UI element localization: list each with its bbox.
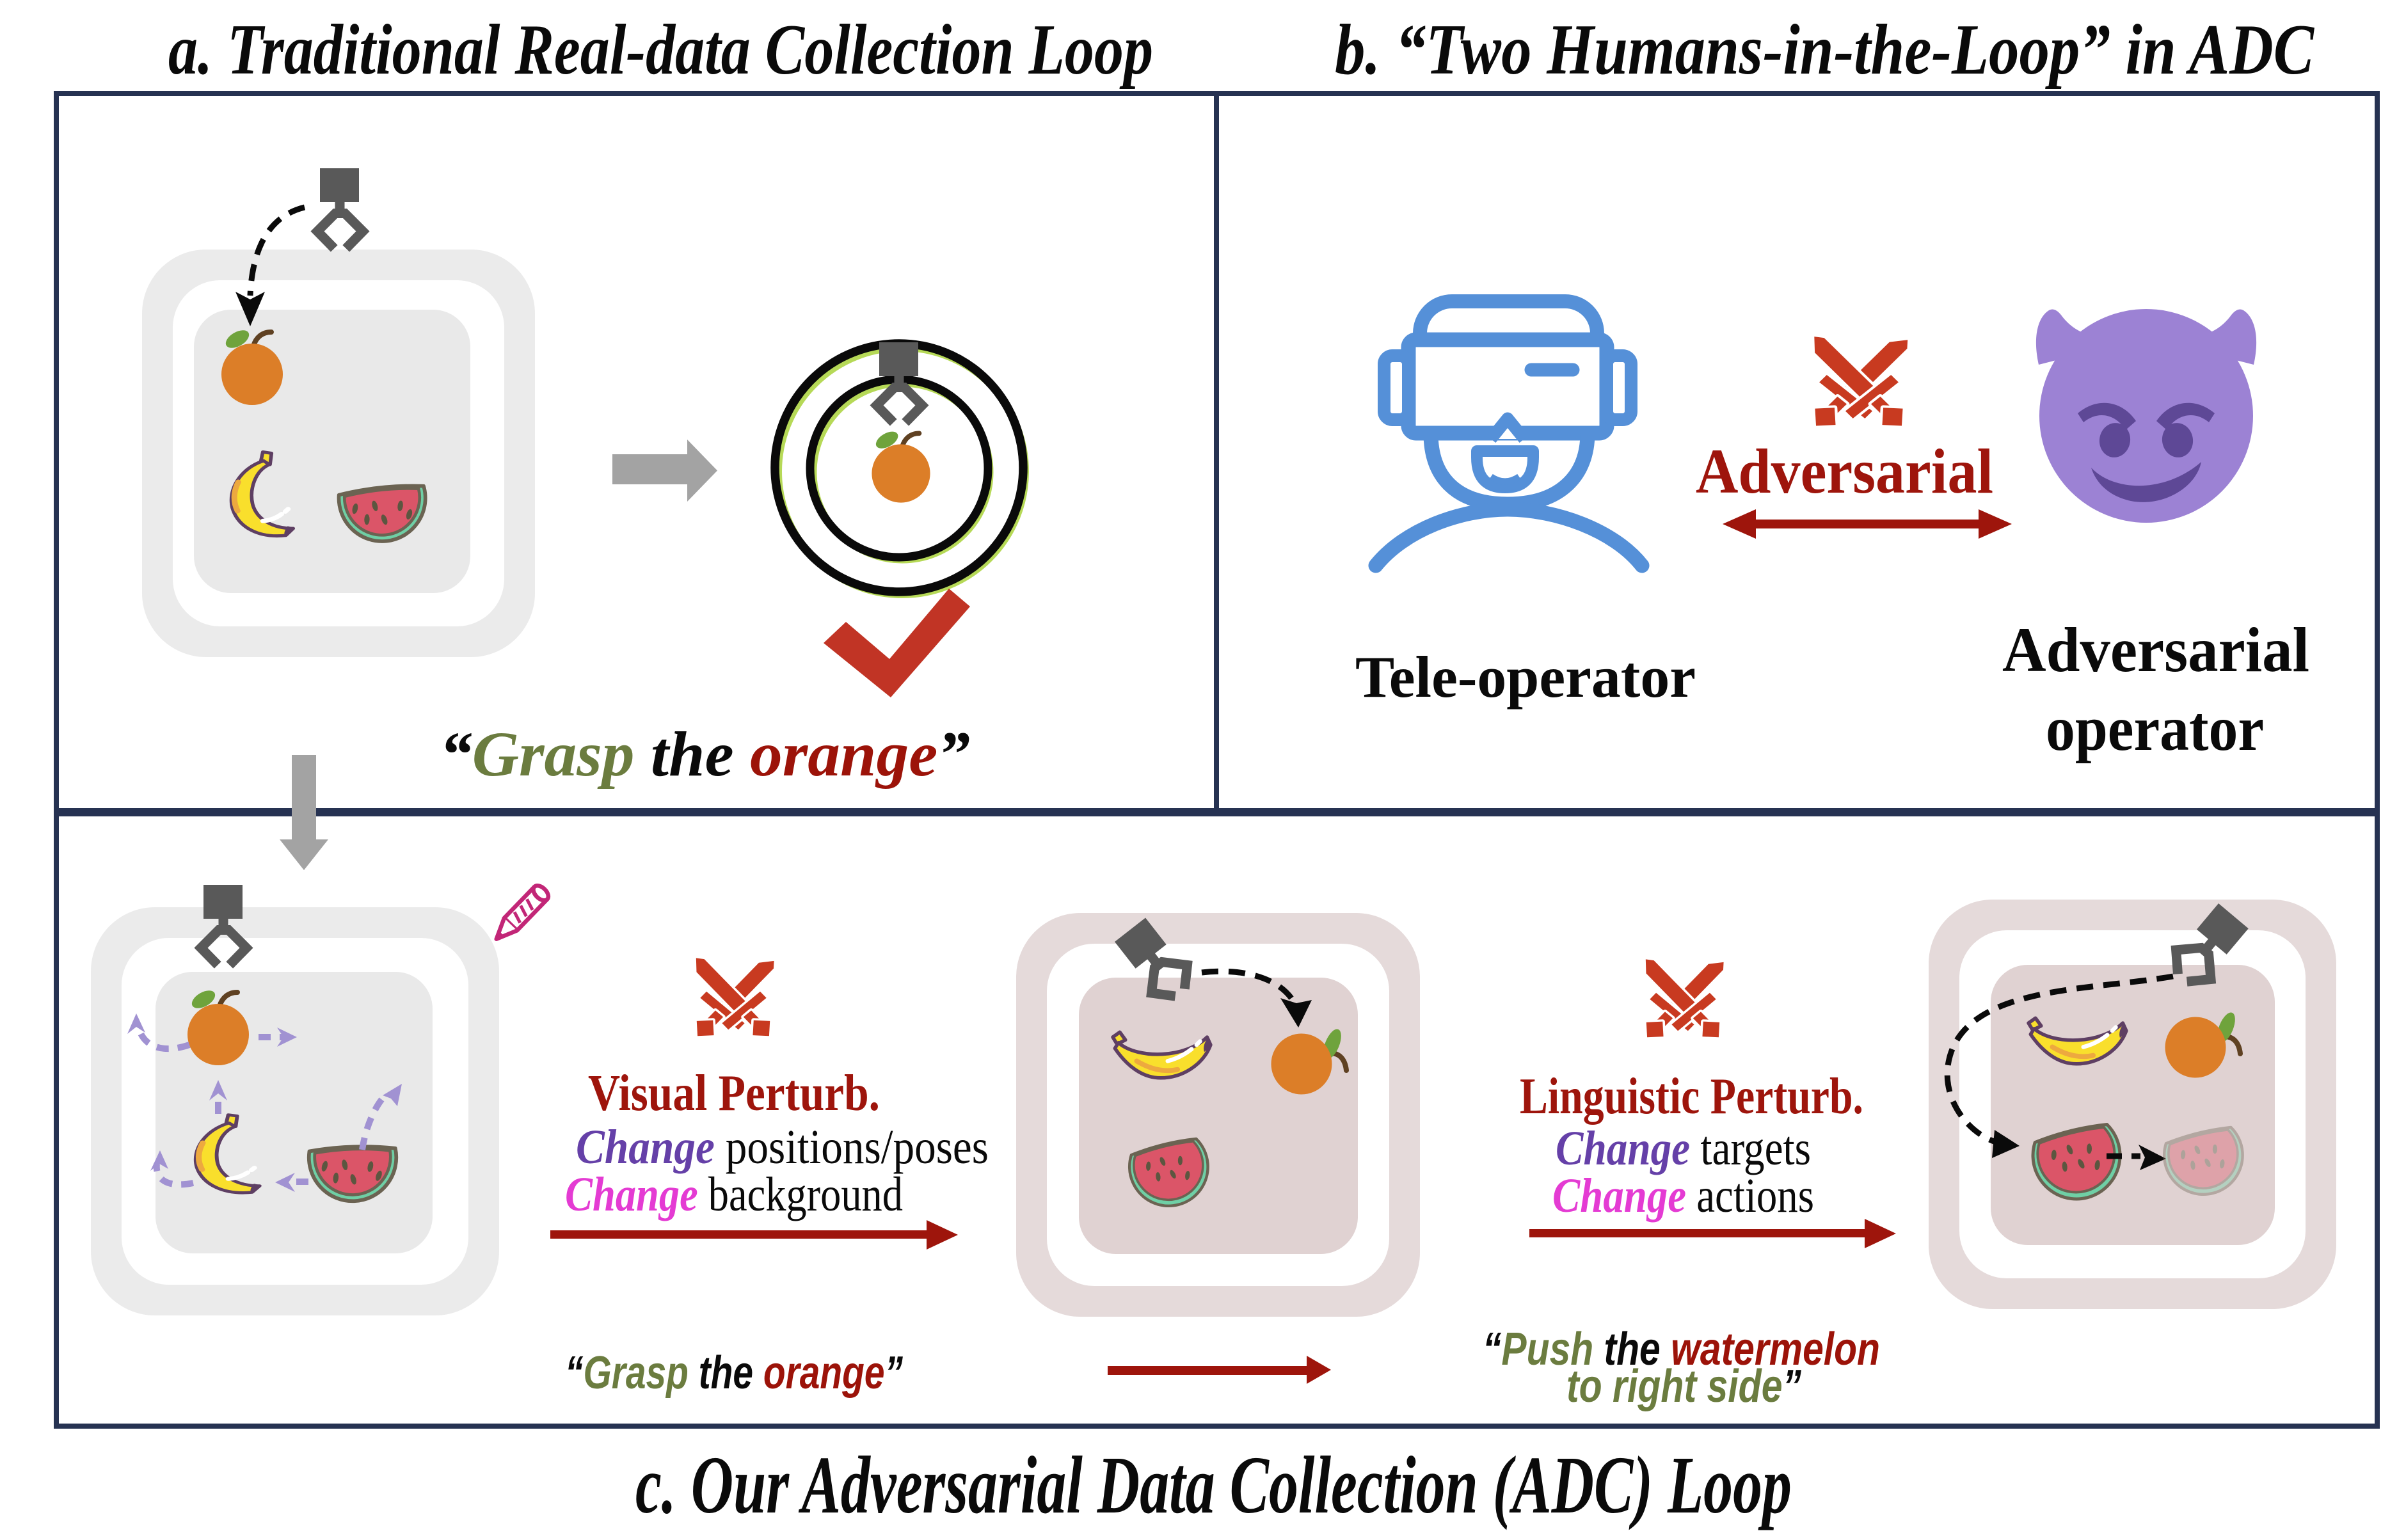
svg-text:Adversarial: Adversarial	[2002, 614, 2309, 685]
svg-text:operator: operator	[2046, 693, 2264, 764]
svg-text:Adversarial: Adversarial	[1696, 436, 1993, 507]
svg-text:“Push the watermelon: “Push the watermelon	[1483, 1324, 1880, 1375]
svg-text:Linguistic Perturb.: Linguistic Perturb.	[1520, 1068, 1863, 1125]
svg-text:Change targets: Change targets	[1556, 1122, 1811, 1175]
svg-text:Change positions/poses: Change positions/poses	[576, 1120, 989, 1174]
svg-text:Visual Perturb.: Visual Perturb.	[588, 1065, 880, 1122]
svg-text:Change actions: Change actions	[1552, 1169, 1814, 1223]
svg-text:b. “Two Humans-in-the-Loop” in: b. “Two Humans-in-the-Loop” in ADC	[1335, 10, 2314, 90]
svg-text:a. Traditional Real-data Colle: a. Traditional Real-data Collection Loop	[168, 10, 1153, 90]
svg-text:“Grasp the orange”: “Grasp the orange”	[565, 1347, 903, 1399]
svg-text:to right side”: to right side”	[1566, 1361, 1801, 1412]
svg-text:“Grasp the orange”: “Grasp the orange”	[440, 718, 970, 790]
svg-text:Tele-operator: Tele-operator	[1355, 644, 1696, 710]
svg-text:Change background: Change background	[565, 1168, 903, 1221]
svg-text:c. Our Adversarial Data Collec: c. Our Adversarial Data Collection (ADC)…	[635, 1440, 1792, 1530]
